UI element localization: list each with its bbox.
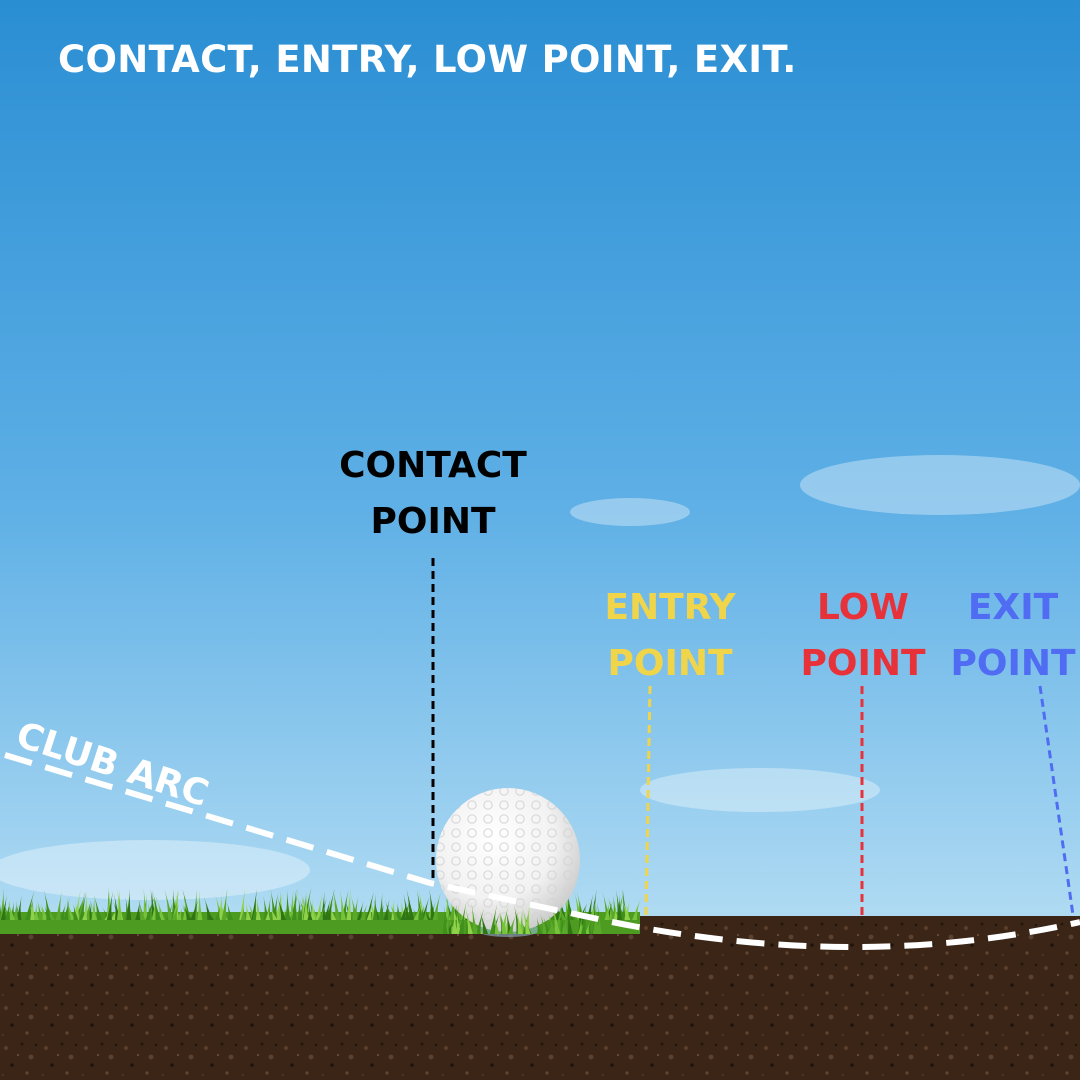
- entry-point-label: ENTRY POINT: [580, 580, 760, 692]
- low-point-label-line1: LOW: [817, 587, 909, 628]
- sky-background: [0, 0, 1080, 930]
- soil-ground: [0, 916, 1080, 1080]
- exit-point-label-line1: EXIT: [967, 587, 1059, 628]
- headline: CONTACT, ENTRY, LOW POINT, EXIT.: [58, 38, 797, 81]
- entry-point-label-line2: POINT: [607, 643, 733, 684]
- contact-point-label-line2: POINT: [370, 501, 496, 542]
- exit-point-label-line2: POINT: [950, 643, 1076, 684]
- entry-point-label-line1: ENTRY: [604, 587, 736, 628]
- low-point-label-line2: POINT: [800, 643, 926, 684]
- golf-ball: [436, 788, 580, 937]
- contact-point-label: CONTACT POINT: [300, 438, 566, 550]
- grass-foreground: [442, 900, 602, 934]
- contact-point-label-line1: CONTACT: [339, 445, 527, 486]
- club-arc-path: [4, 752, 1080, 950]
- clouds: [0, 455, 1080, 900]
- low-point-label: LOW POINT: [793, 580, 933, 692]
- exit-point-label: EXIT POINT: [946, 580, 1080, 692]
